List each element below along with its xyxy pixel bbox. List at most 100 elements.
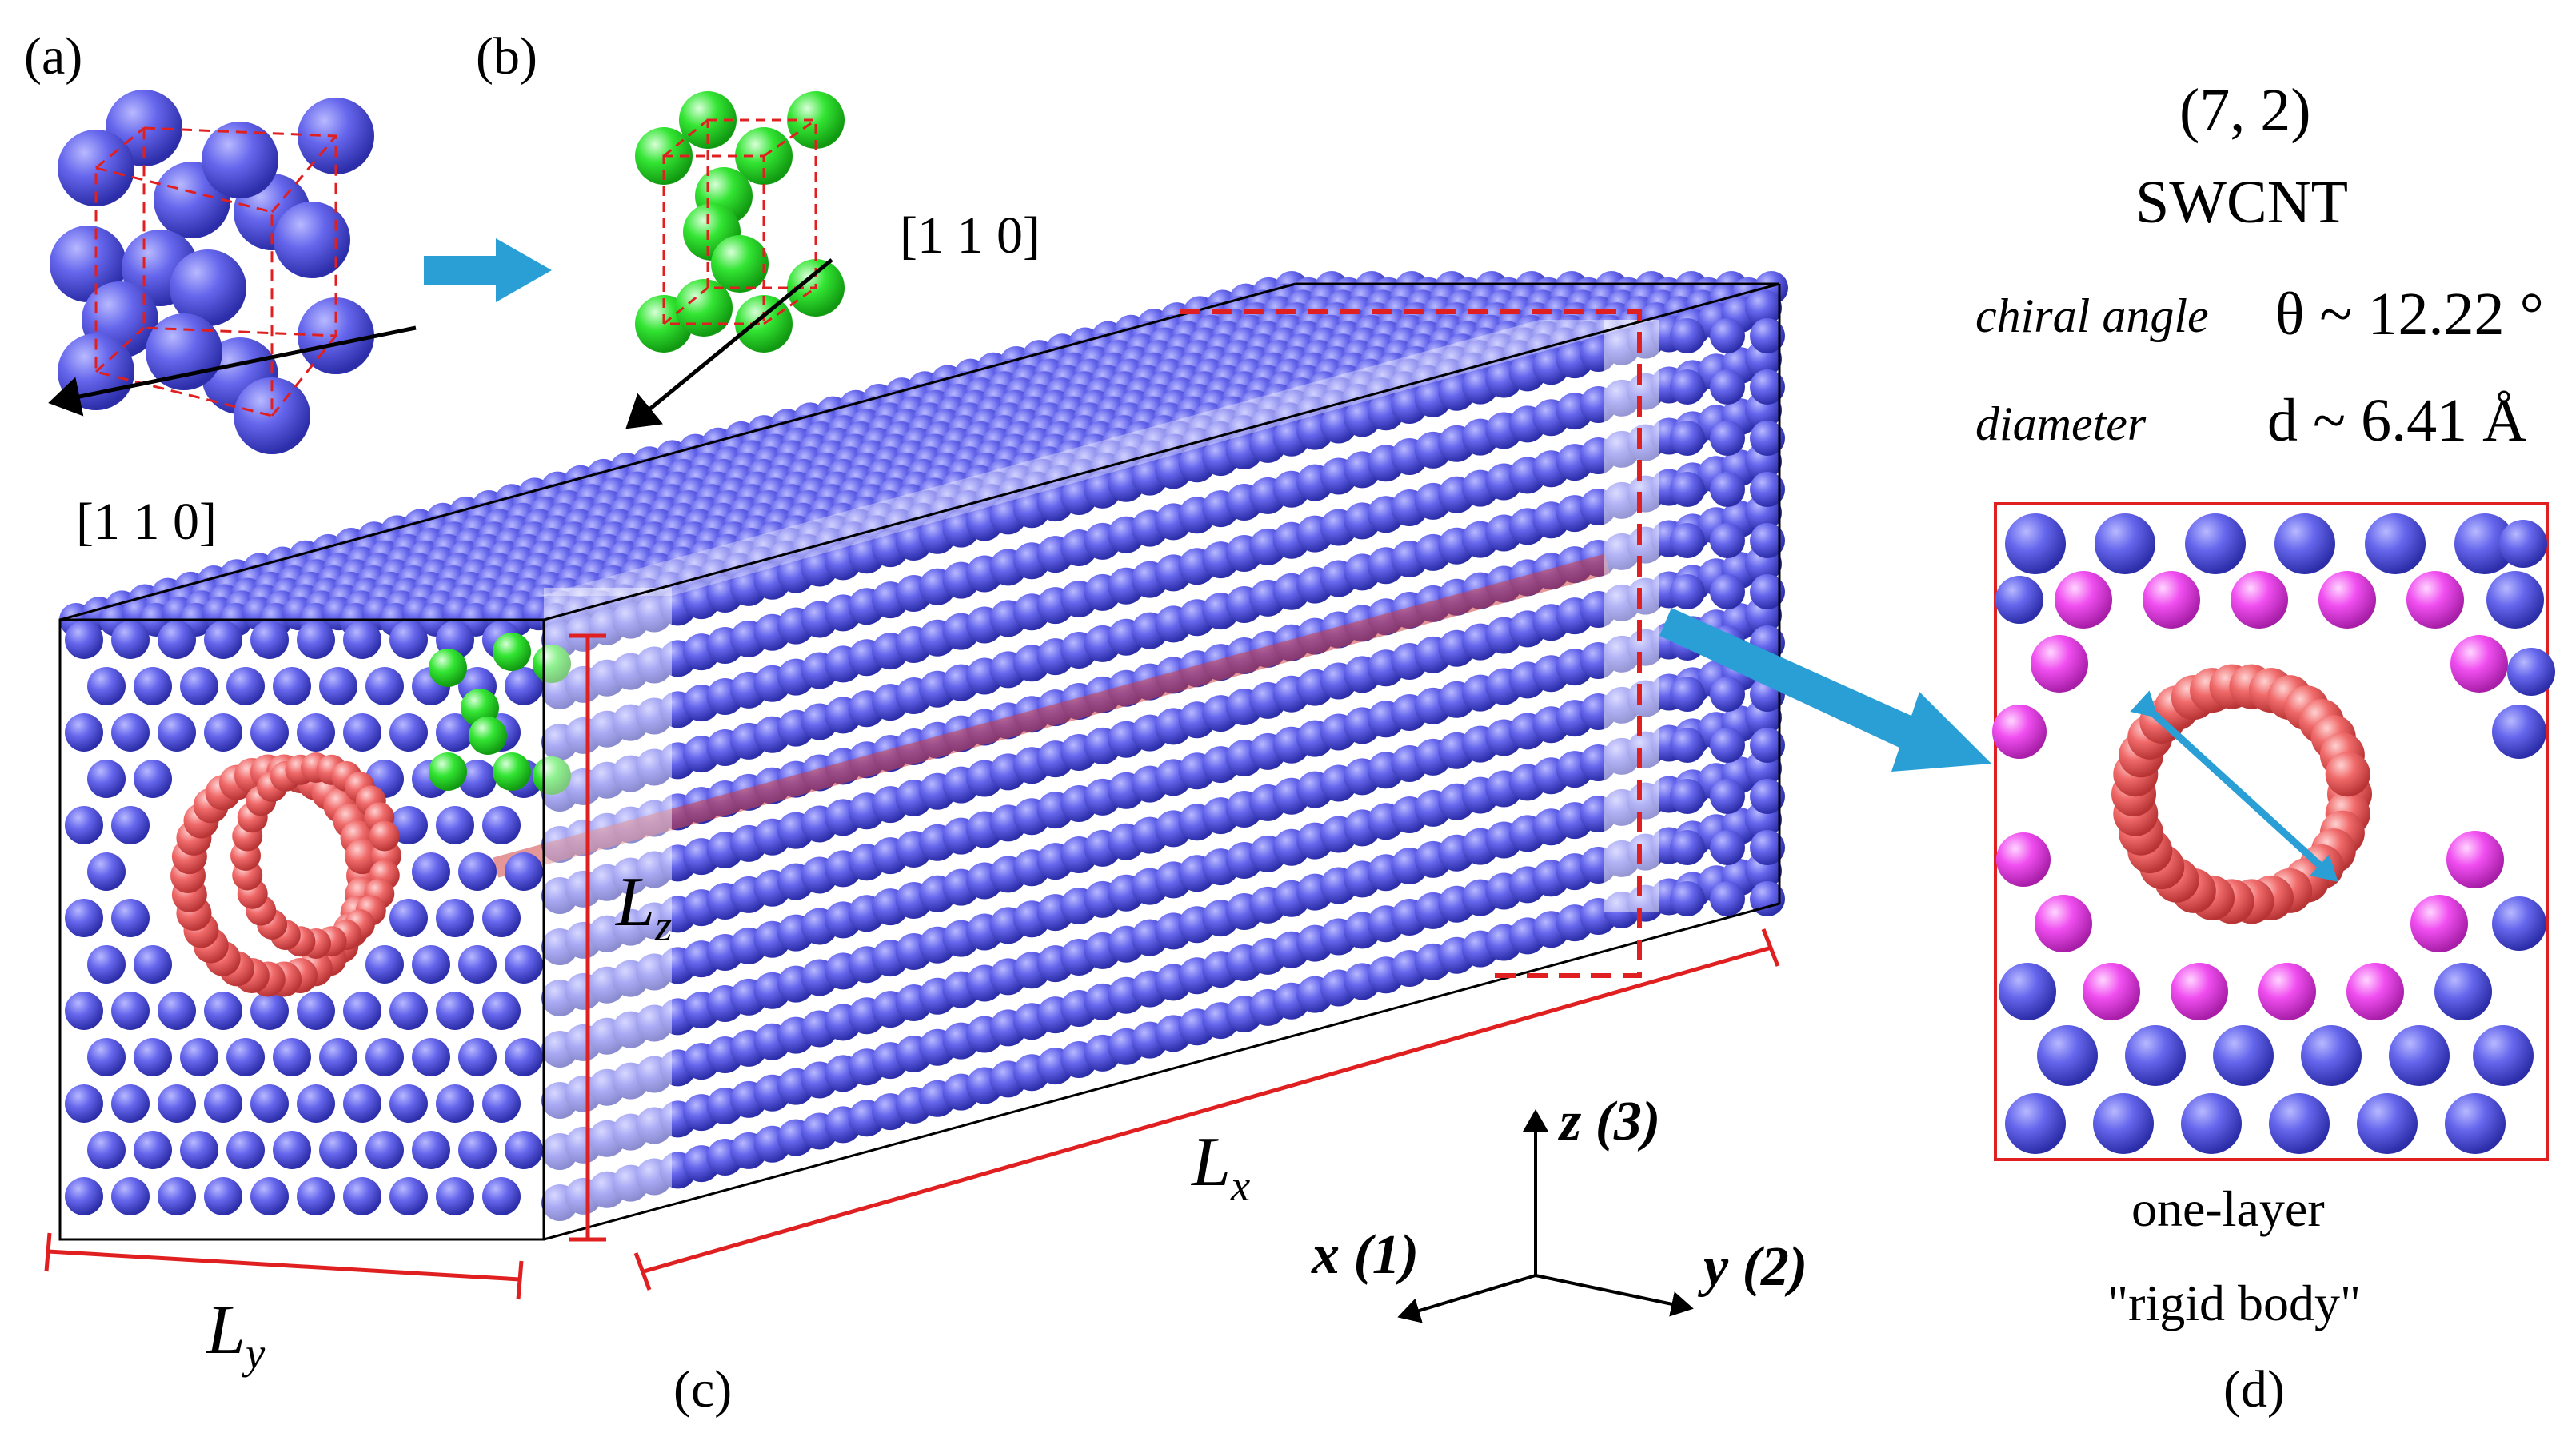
matrix-atom <box>226 667 265 705</box>
unit-cell-atom <box>533 645 571 683</box>
matrix-atom <box>297 1084 335 1123</box>
matrix-atom <box>1670 677 1705 712</box>
matrix-atom <box>134 667 172 705</box>
interface-atom <box>2446 831 2504 888</box>
matrix-atom <box>273 1131 311 1169</box>
matrix-atom <box>1750 574 1785 609</box>
matrix-atom <box>2492 896 2546 951</box>
matrix-atom <box>65 992 103 1030</box>
matrix-atom <box>436 713 474 752</box>
matrix-atom <box>1670 472 1705 507</box>
lz-marker <box>569 633 606 1242</box>
lx-label-sub: x <box>1230 1161 1251 1211</box>
matrix-atom <box>158 621 196 659</box>
unit-cell-b <box>625 91 845 429</box>
matrix-atom <box>343 1177 381 1215</box>
matrix-atom <box>319 1038 357 1076</box>
matrix-atom <box>111 1084 150 1123</box>
matrix-atom <box>1710 472 1745 507</box>
matrix-atom <box>436 1084 474 1123</box>
unit-cell-b-frame <box>662 118 817 325</box>
matrix-atom <box>389 713 428 752</box>
diameter-arrow <box>2130 690 2338 882</box>
y-axis-arrow <box>1535 1274 1694 1317</box>
matrix-atom <box>343 1084 381 1123</box>
matrix-atom <box>134 1131 172 1169</box>
matrix-atom <box>412 1131 450 1169</box>
matrix-atom <box>250 1084 289 1123</box>
direction-label-a: [1 1 0] <box>76 493 217 551</box>
matrix-atom <box>1750 523 1785 558</box>
transition-arrow-ab <box>424 238 552 302</box>
unit-cell-atom <box>429 649 467 687</box>
matrix-atom <box>2365 513 2426 574</box>
unit-cell-atom <box>711 235 769 293</box>
matrix-atom <box>65 1177 103 1215</box>
coordinate-axes <box>1397 1109 1694 1323</box>
matrix-atom <box>389 1177 428 1215</box>
matrix-atom <box>111 713 150 752</box>
matrix-atom <box>389 899 428 937</box>
tube-type-label: SWCNT <box>2135 169 2348 236</box>
interface-atom <box>2318 571 2376 629</box>
matrix-atom <box>146 313 222 390</box>
matrix-atom <box>2357 1093 2418 1154</box>
matrix-atom <box>343 621 381 659</box>
matrix-atom <box>87 760 126 798</box>
matrix-atom <box>226 1038 265 1076</box>
matrix-atom <box>65 621 103 659</box>
unit-cell-atom <box>787 91 845 149</box>
matrix-atom <box>134 945 172 984</box>
matrix-atom <box>365 1131 404 1169</box>
interface-atom <box>2406 571 2464 629</box>
matrix-atom <box>2005 513 2066 574</box>
matrix-atom <box>1670 574 1705 609</box>
unit-cell-atom <box>493 752 531 791</box>
matrix-atom <box>202 122 278 198</box>
matrix-atom <box>2473 1025 2534 1086</box>
matrix-atom <box>2389 1025 2450 1086</box>
x-axis-label: x (1) <box>1312 1224 1420 1286</box>
matrix-atom <box>2181 1093 2242 1154</box>
matrix-atom <box>1750 472 1785 507</box>
unit-cell-a <box>48 90 417 454</box>
matrix-atom <box>1670 881 1705 916</box>
chiral-angle-value: θ ~ 12.22 ° <box>2275 281 2544 348</box>
matrix-atom <box>170 249 246 326</box>
ly-marker <box>44 1232 524 1300</box>
matrix-atom <box>436 992 474 1030</box>
ly-label-sub: y <box>245 1329 266 1379</box>
matrix-atom <box>1745 289 1782 326</box>
matrix-atom <box>436 1177 474 1215</box>
matrix-atom <box>389 1084 428 1123</box>
matrix-atom <box>1710 574 1745 609</box>
diameter-value: d ~ 6.41 Å <box>2267 387 2527 454</box>
matrix-atom <box>436 899 474 937</box>
matrix-atom <box>158 1177 196 1215</box>
matrix-atom <box>482 806 521 844</box>
matrix-atom <box>458 1038 497 1076</box>
lz-label-sub: z <box>654 901 673 951</box>
matrix-atom <box>1995 576 2043 624</box>
matrix-atom <box>389 621 428 659</box>
matrix-atom <box>458 760 497 798</box>
matrix-atom <box>2274 513 2335 574</box>
interface-atom <box>2171 963 2228 1020</box>
interface-atom <box>1996 832 2051 887</box>
matrix-atom <box>2037 1025 2098 1086</box>
matrix-atom <box>204 713 242 752</box>
matrix-atom <box>505 1038 543 1076</box>
unit-cell-atom <box>675 279 733 337</box>
matrix-atom <box>1670 421 1705 456</box>
slab-highlight-front <box>544 588 672 1227</box>
matrix-atom <box>2269 1093 2330 1154</box>
interface-atom <box>2258 963 2316 1020</box>
matrix-atom <box>87 1038 126 1076</box>
matrix-atom <box>412 1038 450 1076</box>
matrix-atom <box>134 1038 172 1076</box>
box-edges <box>58 282 1781 1241</box>
matrix-atom <box>1750 881 1785 916</box>
matrix-atom <box>2093 1093 2154 1154</box>
matrix-atom <box>250 1177 289 1215</box>
